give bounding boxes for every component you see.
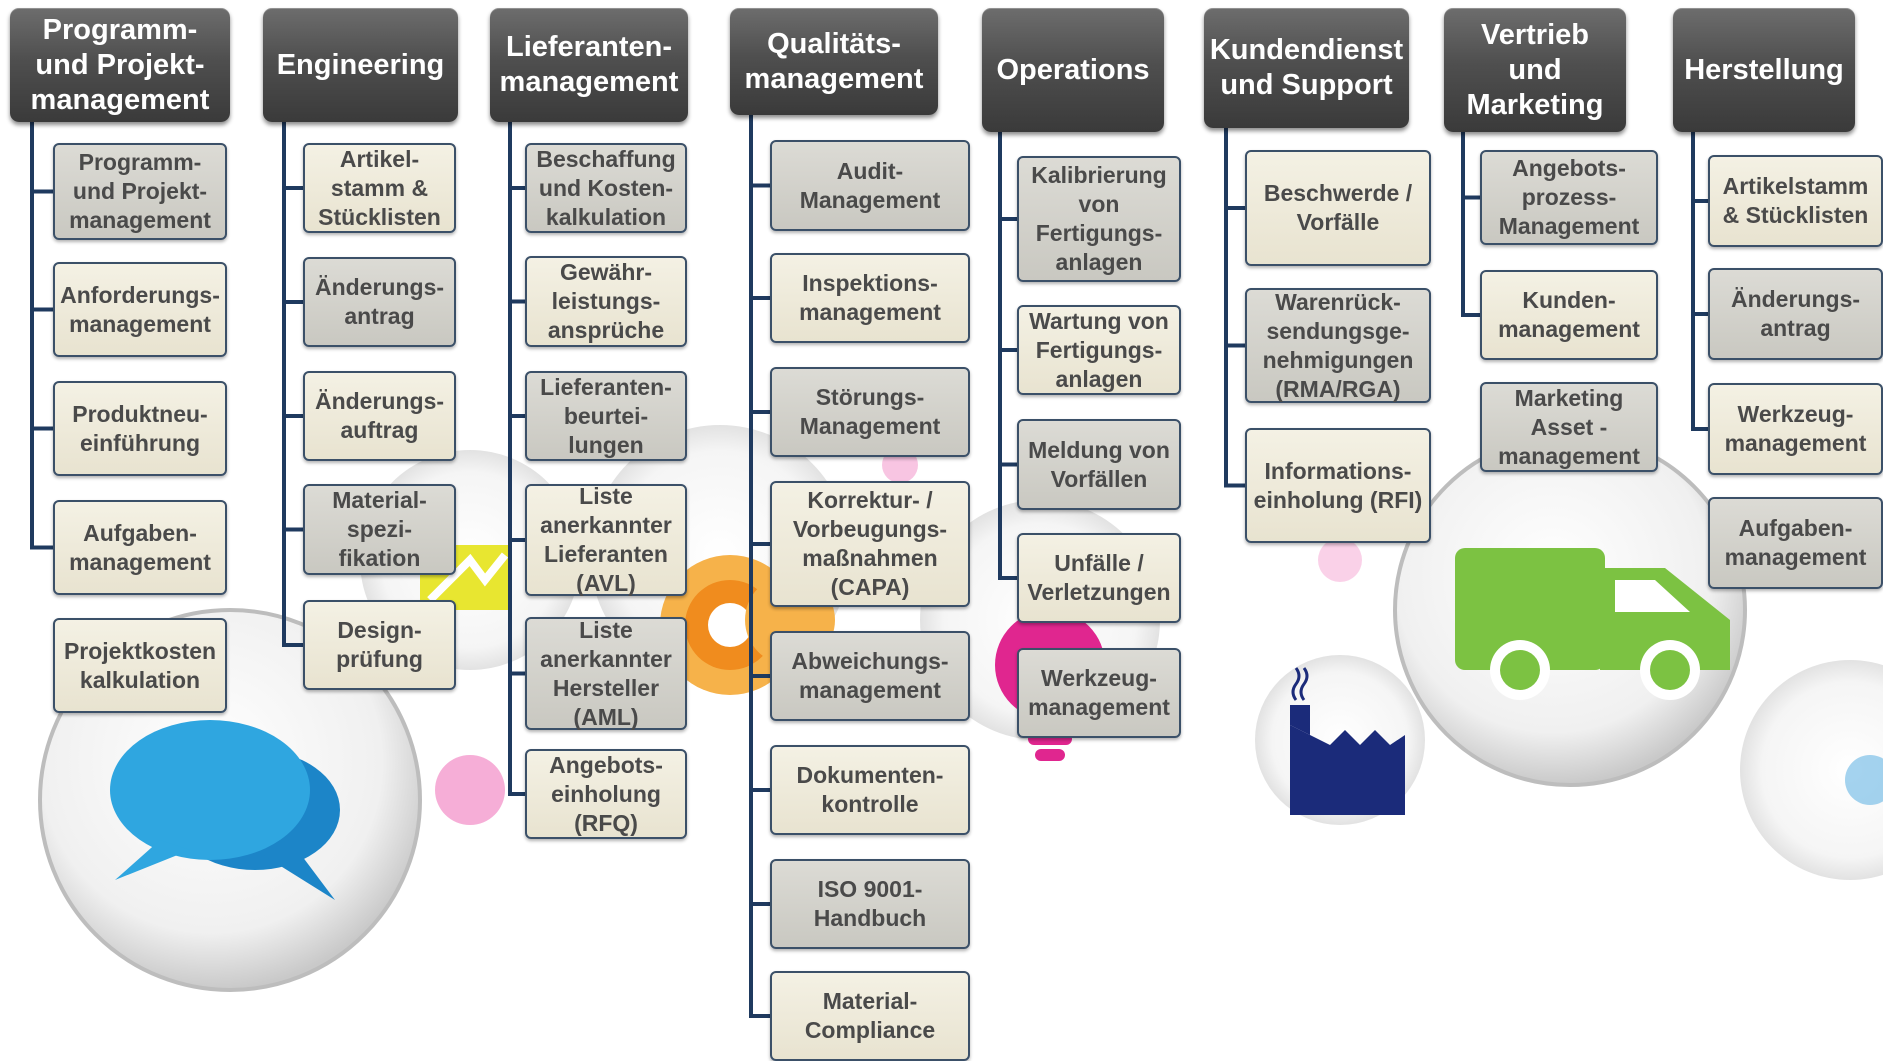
process-box-iso-9001-handbuch[interactable]: ISO 9001- Handbuch: [770, 859, 970, 949]
category-header-programm-und-projekt-management[interactable]: Programm- und Projekt- management: [10, 8, 230, 122]
category-header-vertrieb-und-marketing[interactable]: Vertrieb und Marketing: [1444, 8, 1626, 132]
process-box-marketing-asset-management[interactable]: Marketing Asset - management: [1480, 382, 1658, 472]
category-header-herstellung[interactable]: Herstellung: [1673, 8, 1855, 132]
process-box-aufgaben-management[interactable]: Aufgaben- management: [1708, 497, 1883, 589]
process-box-warenrueck-sendungsge-nehmigungen-rma-rga[interactable]: Warenrück- sendungsge- nehmigungen (RMA/…: [1245, 288, 1431, 403]
process-box-angebots-prozess-management[interactable]: Angebots- prozess- Management: [1480, 150, 1658, 245]
process-box-material-compliance[interactable]: Material- Compliance: [770, 971, 970, 1061]
delivery-van-icon: [1455, 548, 1730, 700]
process-box-werkzeug-management[interactable]: Werkzeug- management: [1708, 383, 1883, 475]
process-box-aufgaben-management[interactable]: Aufgaben- management: [53, 500, 227, 595]
category-header-operations[interactable]: Operations: [982, 8, 1164, 132]
process-box-dokumenten-kontrolle[interactable]: Dokumenten- kontrolle: [770, 745, 970, 835]
process-box-kunden-management[interactable]: Kunden- management: [1480, 270, 1658, 360]
process-box-produktneu-einfuehrung[interactable]: Produktneu- einführung: [53, 381, 227, 476]
factory-icon: [1290, 667, 1405, 815]
process-box-projektkosten-kalkulation[interactable]: Projektkosten kalkulation: [53, 618, 227, 713]
process-box-werkzeug-management[interactable]: Werkzeug- management: [1017, 648, 1181, 738]
speech-bubble-icon: [110, 720, 340, 900]
process-box-kalibrierung-von-fertigungs-anlagen[interactable]: Kalibrierung von Fertigungs- anlagen: [1017, 156, 1181, 282]
category-header-lieferanten-management[interactable]: Lieferanten- management: [490, 8, 688, 122]
process-box-angebots-einholung-rfq[interactable]: Angebots- einholung (RFQ): [525, 749, 687, 839]
category-header-engineering[interactable]: Engineering: [263, 8, 458, 122]
category-header-qualitaets-management[interactable]: Qualitäts- management: [730, 8, 938, 115]
process-box-liste-anerkannter-lieferanten-avl[interactable]: Liste anerkannter Lieferanten (AVL): [525, 483, 687, 596]
process-box-meldung-von-vorfaellen[interactable]: Meldung von Vorfällen: [1017, 419, 1181, 510]
process-box-aenderungs-auftrag[interactable]: Änderungs- auftrag: [303, 371, 456, 461]
process-box-artikel-stamm-stuecklisten[interactable]: Artikel- stamm & Stücklisten: [303, 143, 456, 233]
process-box-inspektions-management[interactable]: Inspektions- management: [770, 253, 970, 343]
process-box-liste-anerkannter-hersteller-aml[interactable]: Liste anerkannter Hersteller (AML): [525, 617, 687, 730]
process-box-stoerungs-management[interactable]: Störungs- Management: [770, 367, 970, 457]
process-box-aenderungs-antrag[interactable]: Änderungs- antrag: [1708, 268, 1883, 360]
process-box-beschaffung-und-kosten-kalkulation[interactable]: Beschaffung und Kosten- kalkulation: [525, 143, 687, 233]
process-box-material-spezi-fikation[interactable]: Material- spezi- fikation: [303, 484, 456, 575]
process-box-anforderungs-management[interactable]: Anforderungs- management: [53, 262, 227, 357]
category-header-kundendienst-und-support[interactable]: Kundendienst und Support: [1204, 8, 1409, 128]
process-box-beschwerde-vorfaelle[interactable]: Beschwerde / Vorfälle: [1245, 150, 1431, 266]
process-box-informations-einholung-rfi[interactable]: Informations- einholung (RFI): [1245, 428, 1431, 543]
process-box-wartung-von-fertigungs-anlagen[interactable]: Wartung von Fertigungs- anlagen: [1017, 305, 1181, 395]
process-box-artikelstamm-stuecklisten[interactable]: Artikelstamm & Stücklisten: [1708, 155, 1883, 247]
process-box-design-pruefung[interactable]: Design- prüfung: [303, 600, 456, 690]
process-box-audit-management[interactable]: Audit- Management: [770, 140, 970, 231]
process-box-gewaehr-leistungs-ansprueche[interactable]: Gewähr- leistungs- ansprüche: [525, 256, 687, 347]
process-box-abweichungs-management[interactable]: Abweichungs- management: [770, 631, 970, 721]
process-box-korrektur-vorbeugungs-massnahmen-capa[interactable]: Korrektur- / Vorbeugungs- maßnahmen (CAP…: [770, 481, 970, 607]
process-box-unfaelle-verletzungen[interactable]: Unfälle / Verletzungen: [1017, 533, 1181, 623]
process-box-lieferanten-beurtei-lungen[interactable]: Lieferanten- beurtei- lungen: [525, 371, 687, 461]
process-box-programm-und-projekt-management[interactable]: Programm- und Projekt- management: [53, 143, 227, 240]
process-box-aenderungs-antrag[interactable]: Änderungs- antrag: [303, 257, 456, 347]
